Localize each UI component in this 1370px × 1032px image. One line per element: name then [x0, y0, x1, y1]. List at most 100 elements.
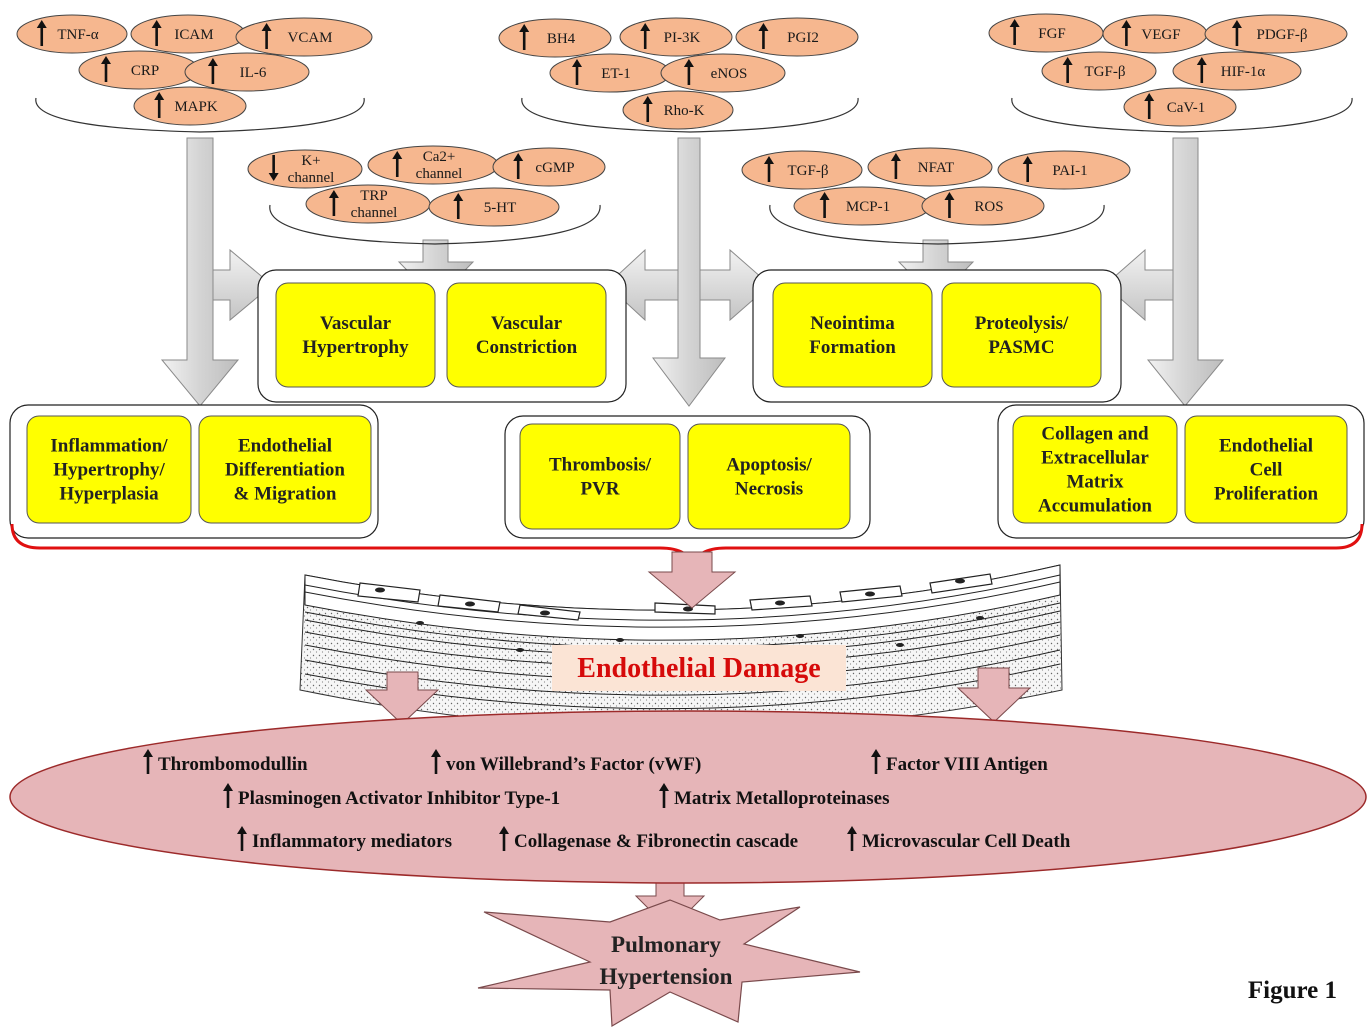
up-arrow-icon: [819, 192, 830, 218]
mediator-label: channel: [351, 205, 398, 221]
mediator-label: PDGF-β: [1257, 27, 1308, 43]
mediator-node: MAPK: [133, 86, 247, 126]
mediator-label: PAI-1: [1052, 163, 1087, 179]
mediator-label: Ca2+: [423, 149, 456, 165]
up-arrow-icon: [1196, 57, 1207, 83]
group-brackets: [35, 97, 1353, 245]
mediator-node: VEGF: [1102, 14, 1208, 54]
mediator-node: BH4: [498, 18, 612, 58]
box-label: Necrosis: [735, 479, 803, 500]
mediator-label: ICAM: [174, 27, 213, 43]
left-arrow-right: [1104, 248, 1174, 322]
up-arrow-icon: [1022, 156, 1033, 182]
markers-ellipse: [9, 710, 1367, 884]
up-arrow-icon: [1062, 57, 1073, 83]
up-arrow-icon: [261, 23, 272, 49]
up-arrow-icon: [871, 749, 881, 774]
mediator-node: Rho-K: [622, 90, 734, 130]
mediator-label: PI-3K: [664, 30, 701, 46]
up-arrow-icon: [36, 20, 47, 46]
damage-label: Endothelial Damage: [577, 653, 820, 684]
box-proteolysis-pasmc: Proteolysis/PASMC: [941, 282, 1102, 388]
mediator-label: NFAT: [918, 160, 954, 176]
mediator-node: HIF-1α: [1172, 51, 1302, 91]
up-arrow-icon: [154, 92, 165, 118]
box-label: Endothelial: [238, 436, 332, 457]
up-arrow-icon: [640, 23, 651, 49]
box-thrombosis: Thrombosis/PVR: [519, 423, 681, 530]
mediator-label: cGMP: [535, 160, 574, 176]
up-arrow-icon: [1121, 20, 1132, 46]
pink-arrow-top: [647, 551, 737, 609]
box-label: Constriction: [476, 337, 578, 358]
up-arrow-icon: [151, 20, 162, 46]
mediator-label: PGI2: [787, 30, 819, 46]
figure-label: Figure 1: [1248, 977, 1337, 1004]
mediator-label: MCP-1: [846, 199, 890, 215]
mediator-node: eNOS: [660, 53, 786, 93]
up-arrow-icon: [101, 56, 111, 82]
mediator-label: FGF: [1038, 26, 1066, 42]
box-label: & Migration: [234, 484, 337, 505]
box-label: Extracellular: [1041, 448, 1149, 469]
marker-label: Plasminogen Activator Inhibitor Type-1: [238, 788, 560, 809]
pink-arrow-left: [364, 671, 440, 725]
mediator-node: PDGF-β: [1204, 14, 1348, 54]
pulmonary-hypertension-star: [477, 899, 861, 1028]
up-arrow-icon: [890, 153, 901, 179]
box-label: Proliferation: [1214, 484, 1319, 505]
mediator-node: PI-3K: [619, 17, 733, 57]
mediator-node: 5-HT: [428, 187, 560, 227]
mediator-node: TGF-β: [741, 150, 863, 190]
marker-item: Microvascular Cell Death: [847, 826, 1071, 852]
marker-item: Collagenase & Fibronectin cascade: [499, 826, 798, 852]
mediator-label: Rho-K: [664, 103, 705, 119]
outcome-line1: Pulmonary: [611, 932, 721, 957]
up-arrow-icon: [1009, 19, 1020, 45]
mediator-label: BH4: [547, 31, 576, 47]
mediator-label: CRP: [131, 63, 159, 79]
up-arrow-icon: [683, 59, 694, 85]
box-label: Collagen and: [1041, 424, 1149, 445]
marker-item: Plasminogen Activator Inhibitor Type-1: [223, 783, 560, 809]
marker-label: Factor VIII Antigen: [886, 754, 1048, 775]
up-arrow-icon: [758, 23, 769, 49]
mediator-node: ROS: [921, 186, 1045, 226]
mediator-node: VCAM: [235, 17, 373, 57]
mediator-label: VEGF: [1141, 27, 1180, 43]
mediator-node: PGI2: [735, 17, 859, 57]
box-label: Thrombosis/: [549, 455, 652, 476]
mediator-label: TNF-α: [57, 27, 98, 43]
mediator-node: MCP-1: [793, 186, 931, 226]
down-arrow-g2: [652, 137, 726, 407]
up-arrow-icon: [392, 151, 403, 177]
box-label: Inflammation/: [50, 436, 168, 457]
gray-down-arrows: [160, 137, 1225, 407]
mediator-node: K+channel: [247, 149, 363, 189]
mediator-label: eNOS: [711, 66, 748, 82]
up-arrow-icon: [513, 153, 524, 179]
mediator-node: NFAT: [867, 147, 993, 187]
marker-item: von Willebrand’s Factor (vWF): [431, 749, 701, 775]
up-arrow-icon: [328, 190, 339, 216]
mediator-label: channel: [416, 166, 463, 182]
mediator-label: TGF-β: [788, 163, 829, 179]
up-arrow-icon: [223, 783, 233, 808]
mediator-node: FGF: [988, 13, 1104, 53]
box-label: Formation: [809, 337, 896, 358]
up-arrow-icon: [237, 826, 247, 851]
up-arrow-icon: [499, 826, 509, 851]
mediator-node: ICAM: [130, 14, 246, 54]
up-arrow-icon: [207, 58, 218, 84]
mediator-node: PAI-1: [997, 150, 1131, 190]
mediator-node: TGF-β: [1041, 51, 1157, 91]
mediator-node: TNF-α: [16, 14, 128, 54]
